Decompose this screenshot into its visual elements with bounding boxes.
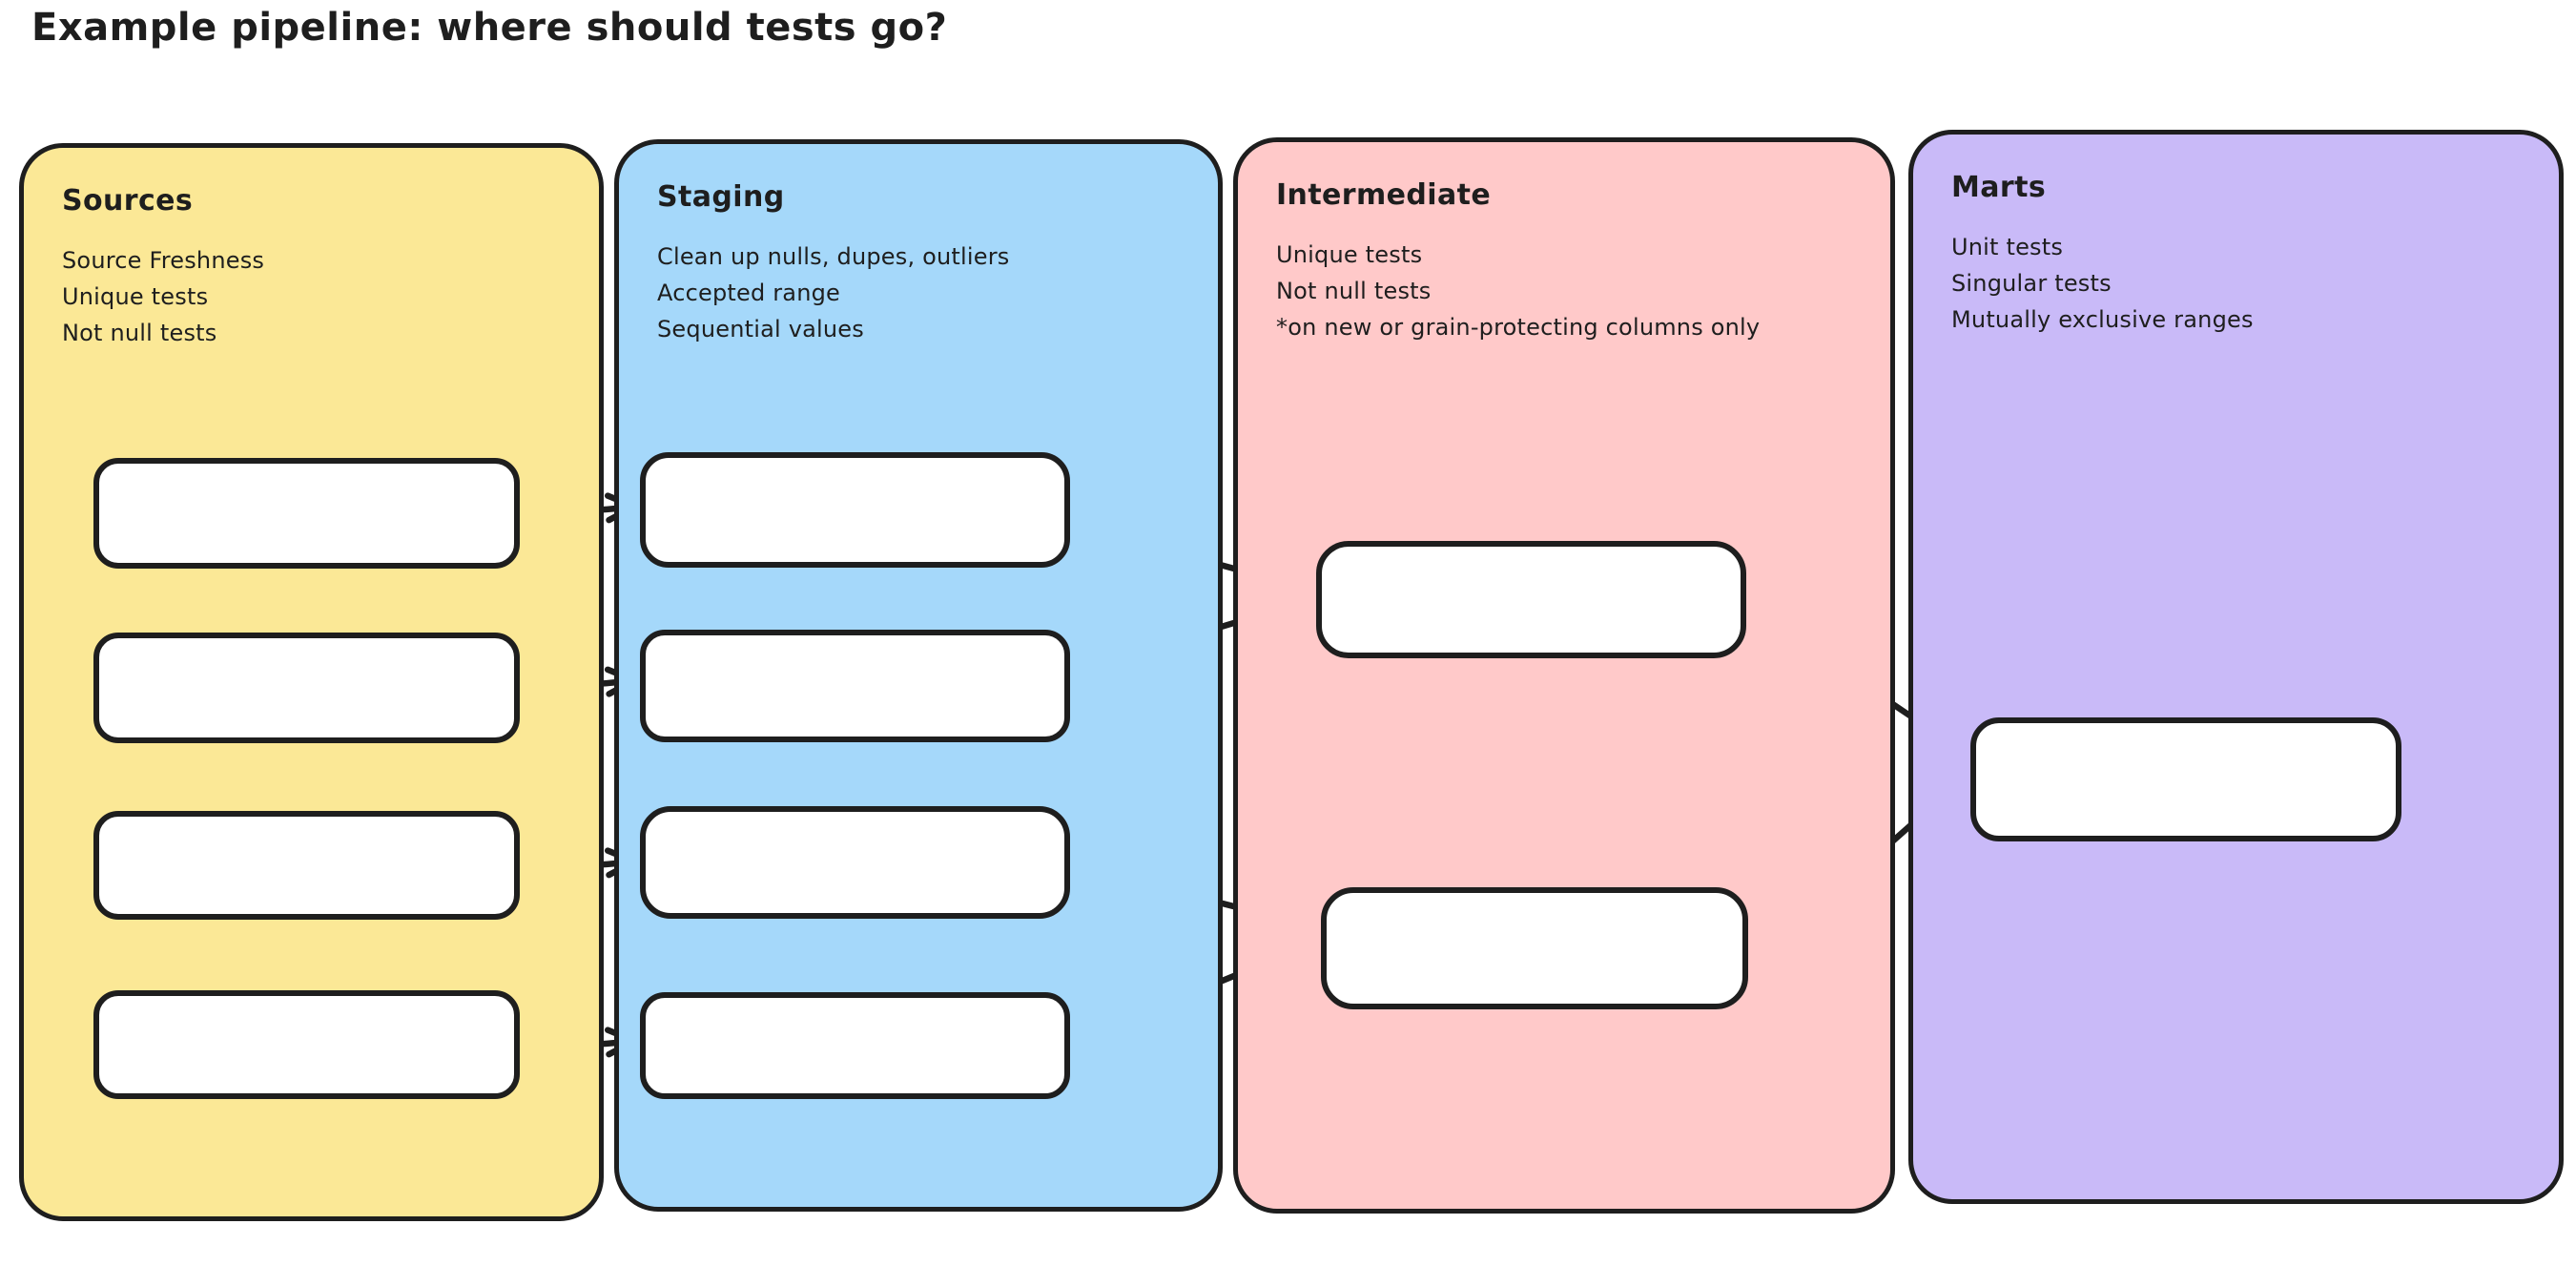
note: Source Freshness [62, 247, 265, 274]
note: Unit tests [1951, 234, 2064, 260]
staging-box-3 [640, 806, 1070, 919]
panel-intermediate: Intermediate Unique tests Not null tests… [1233, 137, 1895, 1214]
panel-intermediate-notes: Unique tests Not null tests *on new or g… [1276, 237, 1852, 345]
note: Not null tests [62, 320, 217, 346]
panel-staging-notes: Clean up nulls, dupes, outliers Accepted… [657, 239, 1180, 347]
intermediate-box-1 [1316, 541, 1746, 658]
note: Singular tests [1951, 270, 2112, 297]
staging-box-4 [640, 992, 1070, 1099]
note: Accepted range [657, 280, 841, 306]
staging-box-1 [640, 452, 1070, 568]
note: *on new or grain-protecting columns only [1276, 314, 1761, 341]
panel-marts: Marts Unit tests Singular tests Mutually… [1908, 130, 2564, 1204]
page-title: Example pipeline: where should tests go? [31, 6, 948, 50]
sources-box-1 [93, 458, 520, 569]
panel-staging-title: Staging [657, 180, 785, 214]
note: Unique tests [1276, 241, 1423, 268]
note: Mutually exclusive ranges [1951, 306, 2254, 333]
panel-sources-title: Sources [62, 184, 194, 218]
panel-sources-notes: Source Freshness Unique tests Not null t… [62, 242, 561, 351]
staging-box-2 [640, 630, 1070, 742]
note: Unique tests [62, 283, 209, 310]
panel-marts-notes: Unit tests Singular tests Mutually exclu… [1951, 229, 2521, 338]
note: Not null tests [1276, 278, 1432, 304]
panel-intermediate-title: Intermediate [1276, 178, 1492, 212]
sources-box-4 [93, 990, 520, 1099]
marts-box-1 [1970, 717, 2401, 841]
sources-box-2 [93, 633, 520, 743]
note: Sequential values [657, 316, 864, 342]
intermediate-box-2 [1321, 887, 1748, 1009]
note: Clean up nulls, dupes, outliers [657, 243, 1010, 270]
sources-box-3 [93, 811, 520, 920]
panel-marts-title: Marts [1951, 171, 2047, 204]
